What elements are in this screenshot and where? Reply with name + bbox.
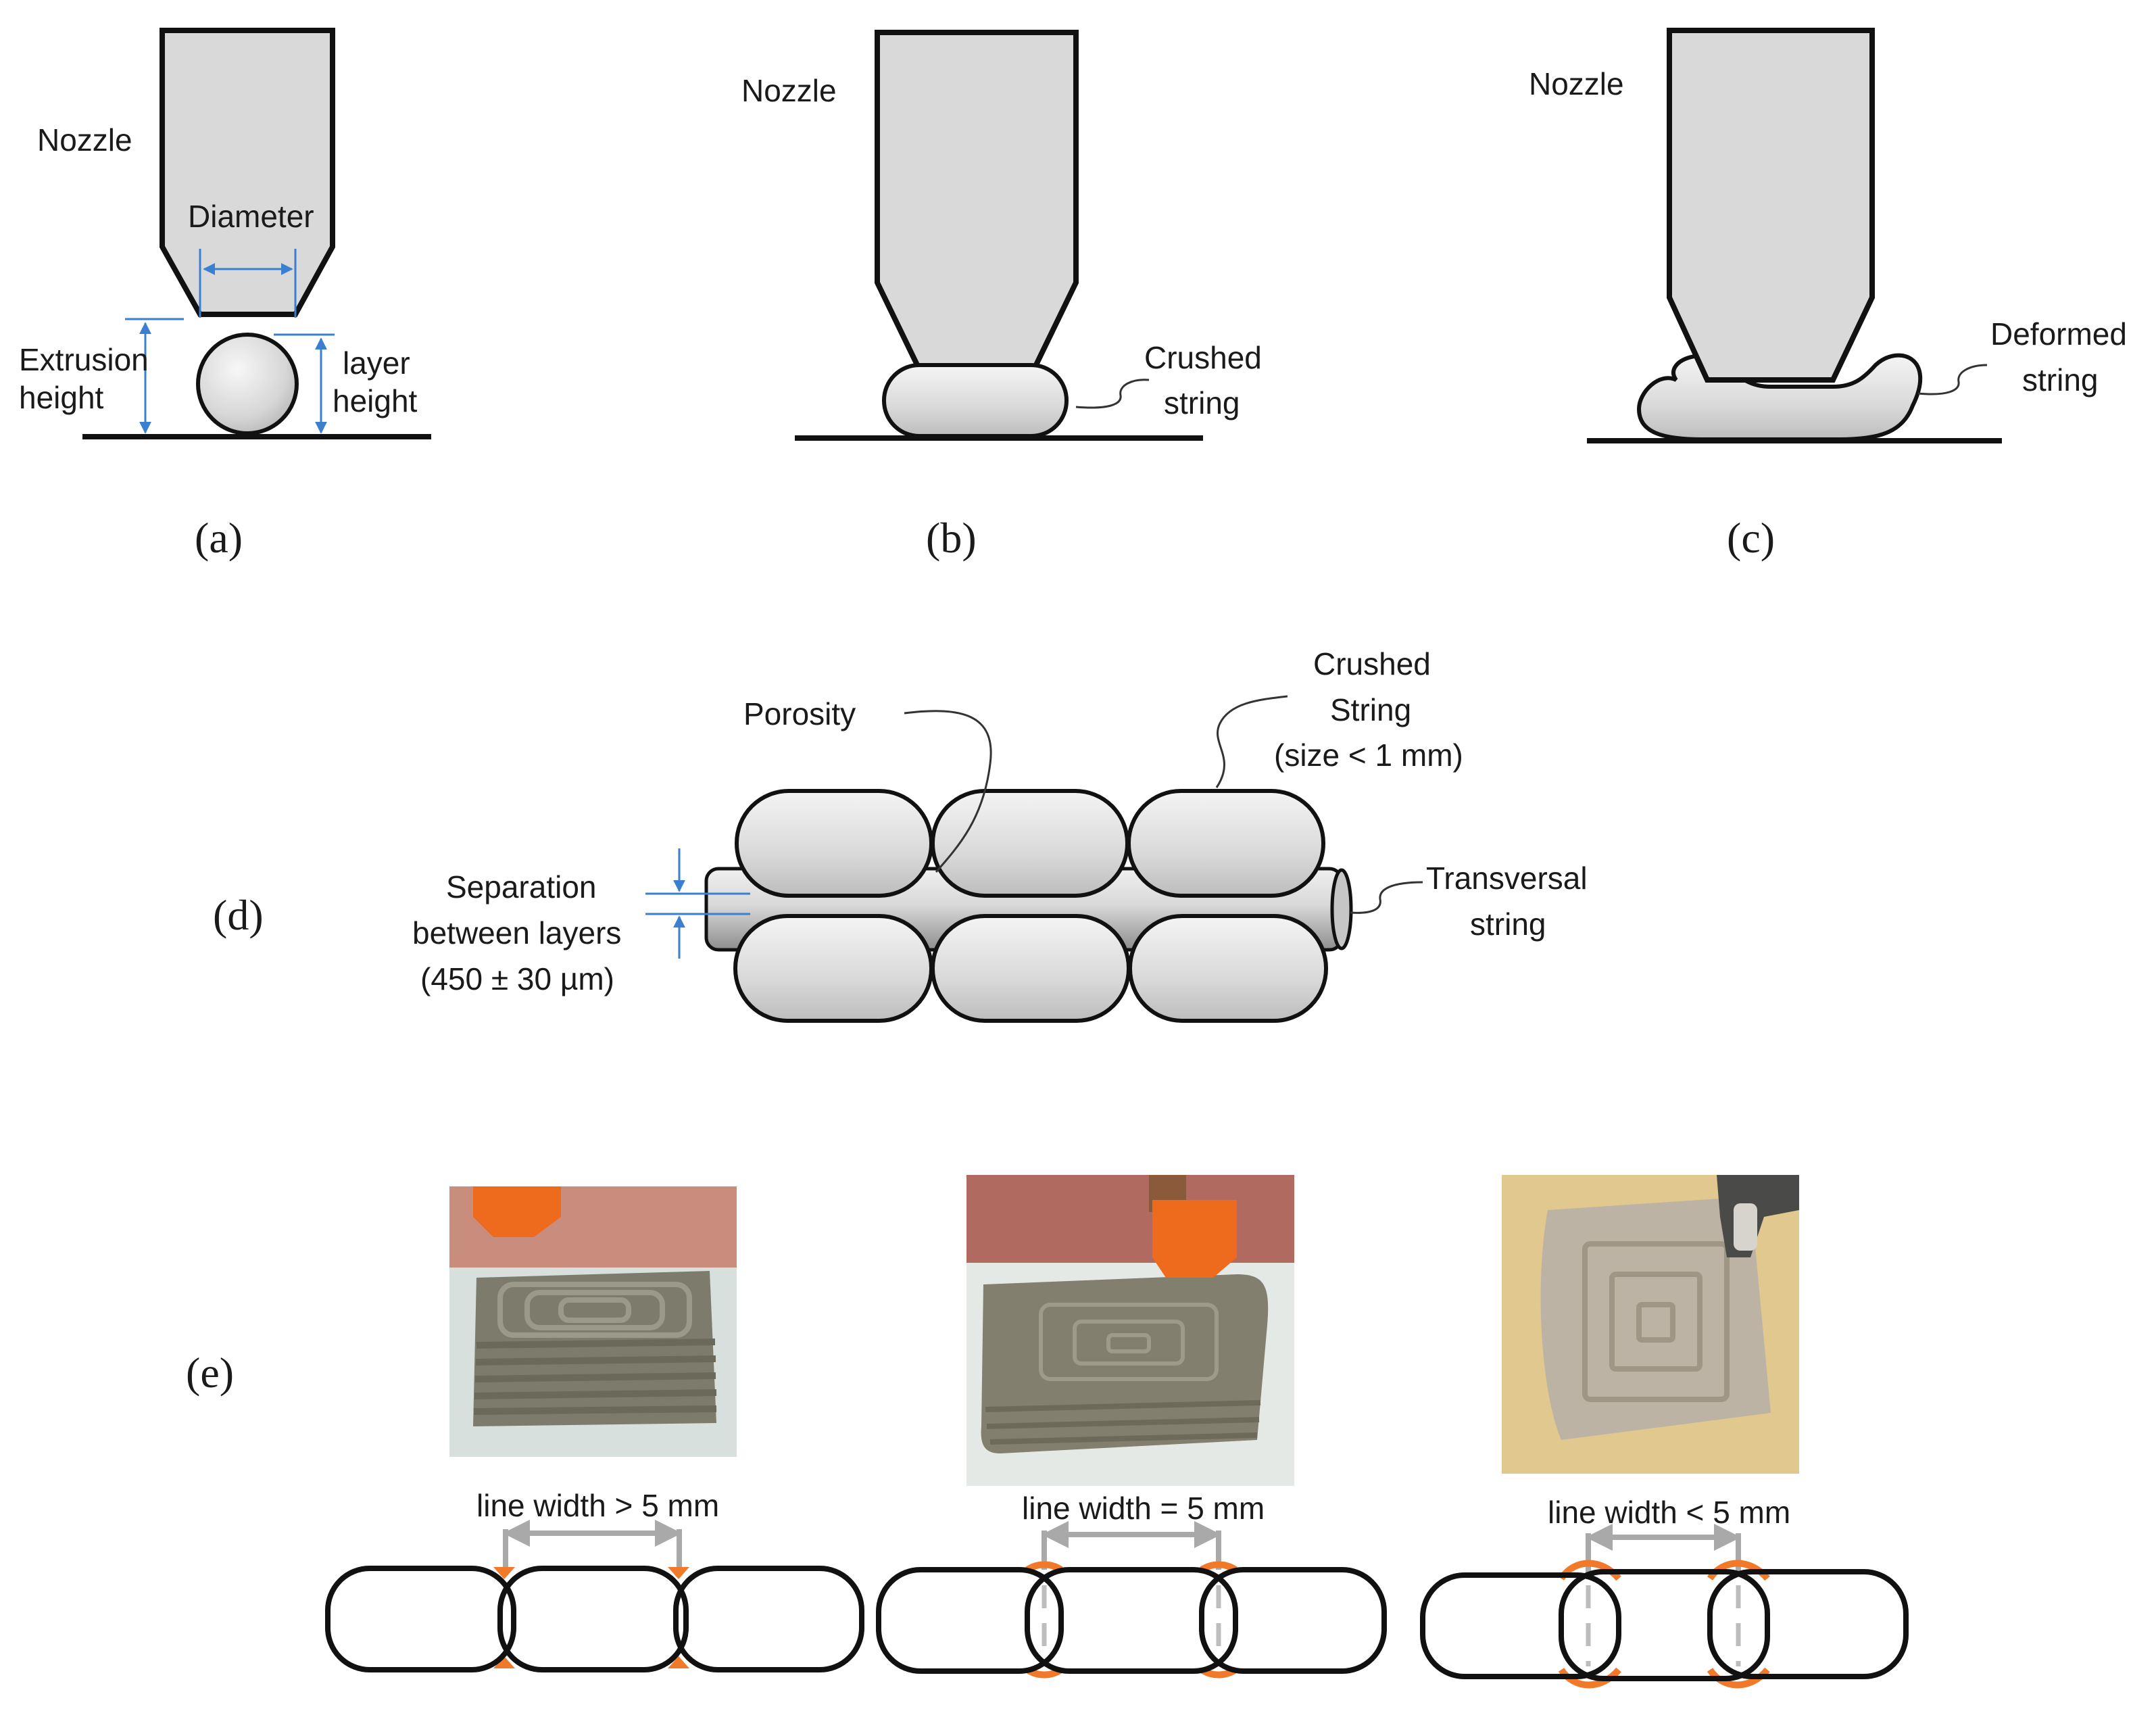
width-marker-1: line width > 5 mm (476, 1488, 719, 1568)
width-label-3: line width < 5 mm (1548, 1495, 1790, 1530)
nozzle-body-b (875, 30, 1079, 375)
separation-label-3: (450 ± 30 µm) (420, 961, 614, 996)
strand-2-1 (876, 1567, 1064, 1674)
panel-label-b: (b) (926, 514, 977, 562)
strand-1-1 (325, 1566, 516, 1672)
panel-e: (e) (186, 1175, 1909, 1689)
deformed-string-label-2: string (2022, 362, 2098, 397)
nozzle-body-a (160, 28, 335, 317)
transversal-label-1: Transversal (1426, 861, 1588, 896)
photo-3-spiral (1582, 1241, 1730, 1402)
nozzle-label-c: Nozzle (1529, 66, 1624, 101)
crushed-string-d-label-2: String (1330, 692, 1411, 727)
panel-b: Nozzle Crushed string (b) (741, 30, 1262, 562)
extruded-string-circle (196, 333, 299, 435)
separation-label-2: between layers (412, 915, 621, 950)
crushed-string-label-1: Crushed (1144, 340, 1262, 375)
extrusion-height-label-1: Extrusion (19, 342, 149, 377)
panel-d: Porosity Crushed String (size < 1 mm) Se… (213, 646, 1588, 1023)
top-strand-1 (735, 789, 933, 898)
crushed-string-label-2: string (1164, 385, 1240, 420)
bottom-strand-3 (1128, 914, 1328, 1023)
strand-2-3 (1199, 1567, 1387, 1674)
photo-2-spiral (1039, 1303, 1219, 1381)
nozzle-label-a: Nozzle (37, 122, 132, 158)
strand-1-2 (497, 1566, 689, 1672)
photo-1-layers (473, 1339, 717, 1415)
top-strand-3 (1127, 789, 1325, 898)
bottom-strand-1 (733, 914, 933, 1023)
panel-c: Nozzle Deformed string (c) (1529, 28, 2127, 562)
strand-1-3 (673, 1566, 864, 1672)
separation-label-1: Separation (446, 869, 597, 905)
width-label-2: line width = 5 mm (1022, 1491, 1265, 1526)
photo-2-top-backdrop (966, 1175, 1294, 1263)
width-marker-2: line width = 5 mm (1022, 1491, 1265, 1570)
width-marker-3: line width < 5 mm (1548, 1495, 1790, 1574)
photo-1-nozzle (473, 1186, 561, 1237)
transversal-label-2: string (1470, 907, 1546, 942)
photo-2-layers (985, 1400, 1261, 1445)
strand-group-2 (876, 1561, 1387, 1679)
panel-label-a: (a) (195, 514, 243, 562)
transversal-string-end (1330, 868, 1353, 950)
layer-height-label-2: height (333, 383, 418, 418)
photo-line-width-eq-5 (966, 1175, 1294, 1486)
transversal-callout (1350, 881, 1423, 914)
photo-1-clay-block (473, 1271, 716, 1426)
crushed-string-d-label-3: (size < 1 mm) (1274, 738, 1463, 773)
crushed-string-b (882, 363, 1069, 438)
crushed-callout-d (1215, 695, 1288, 788)
strand-3-2 (1559, 1569, 1770, 1681)
nozzle-body-c (1667, 28, 1875, 383)
layer-height-label-1: layer (343, 345, 410, 381)
width-label-1: line width > 5 mm (476, 1488, 719, 1523)
photo-line-width-lt-5 (1502, 1175, 1799, 1474)
photo-1-spiral (497, 1282, 692, 1338)
strand-group-1 (325, 1566, 864, 1672)
panel-label-d: (d) (213, 891, 264, 939)
photo-line-width-gt-5 (449, 1186, 737, 1457)
panel-label-c: (c) (1727, 514, 1775, 562)
strand-3-3 (1707, 1569, 1909, 1679)
porosity-callout (904, 710, 992, 873)
extrusion-height-label-2: height (19, 380, 104, 415)
photo-2-nozzle (1152, 1200, 1237, 1278)
callout-squiggle-b (1075, 379, 1150, 409)
photo-3-nozzle-pipe (1734, 1203, 1757, 1251)
top-strand-2 (931, 789, 1129, 898)
nozzle-label-b: Nozzle (741, 73, 837, 108)
crushed-string-d-label-1: Crushed (1313, 646, 1431, 681)
deformed-string-label-1: Deformed (1990, 316, 2127, 352)
callout-squiggle-c (1917, 364, 1988, 395)
photo-3-clay-sheet (1540, 1197, 1771, 1440)
panel-a: Nozzle Diameter Extrusion height layer h… (19, 28, 431, 562)
diameter-label: Diameter (188, 199, 314, 234)
strand-2-2 (1025, 1567, 1238, 1674)
strand-group-3 (1420, 1560, 1909, 1689)
strand-3-1 (1420, 1572, 1621, 1679)
bottom-strand-2 (931, 914, 1131, 1023)
porosity-label: Porosity (743, 696, 856, 731)
panel-label-e: (e) (186, 1349, 234, 1397)
